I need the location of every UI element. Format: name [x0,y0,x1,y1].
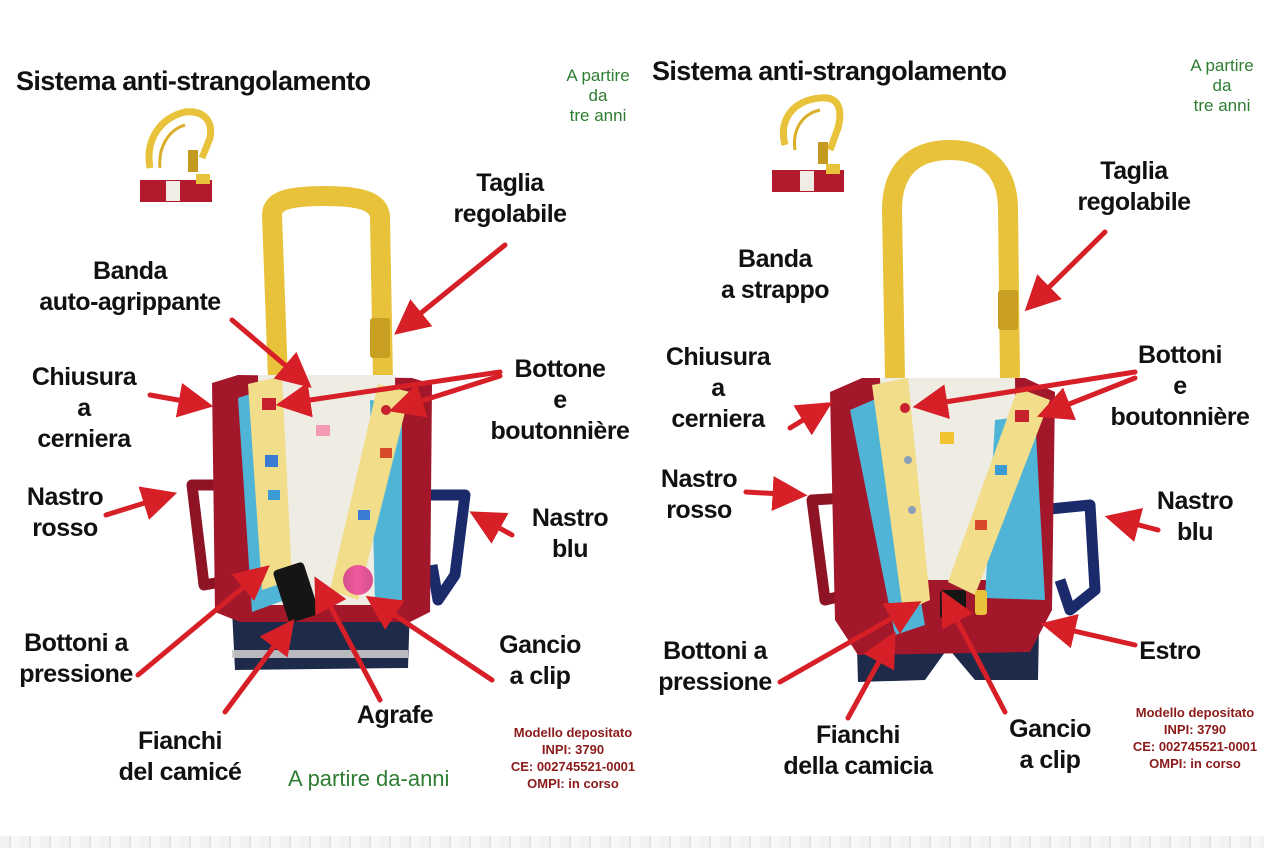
left-accessory [140,108,215,202]
right-vest [806,140,1101,682]
right-arrows [743,229,1161,721]
left-title: Sistema anti-strangolamento [16,66,371,96]
left-bottom-age-note: A partire da-anni [288,766,450,791]
label-estro-right: Estro [1139,637,1201,665]
left-arrows [103,242,515,715]
right-strap-buckle [998,290,1018,330]
left-strap-buckle [370,318,390,358]
label-agrafe-left: Agrafe [356,701,434,729]
right-title: Sistema anti-strangolamento [652,56,1007,86]
bottom-scan-strip [0,836,1264,848]
right-accessory [772,94,844,192]
